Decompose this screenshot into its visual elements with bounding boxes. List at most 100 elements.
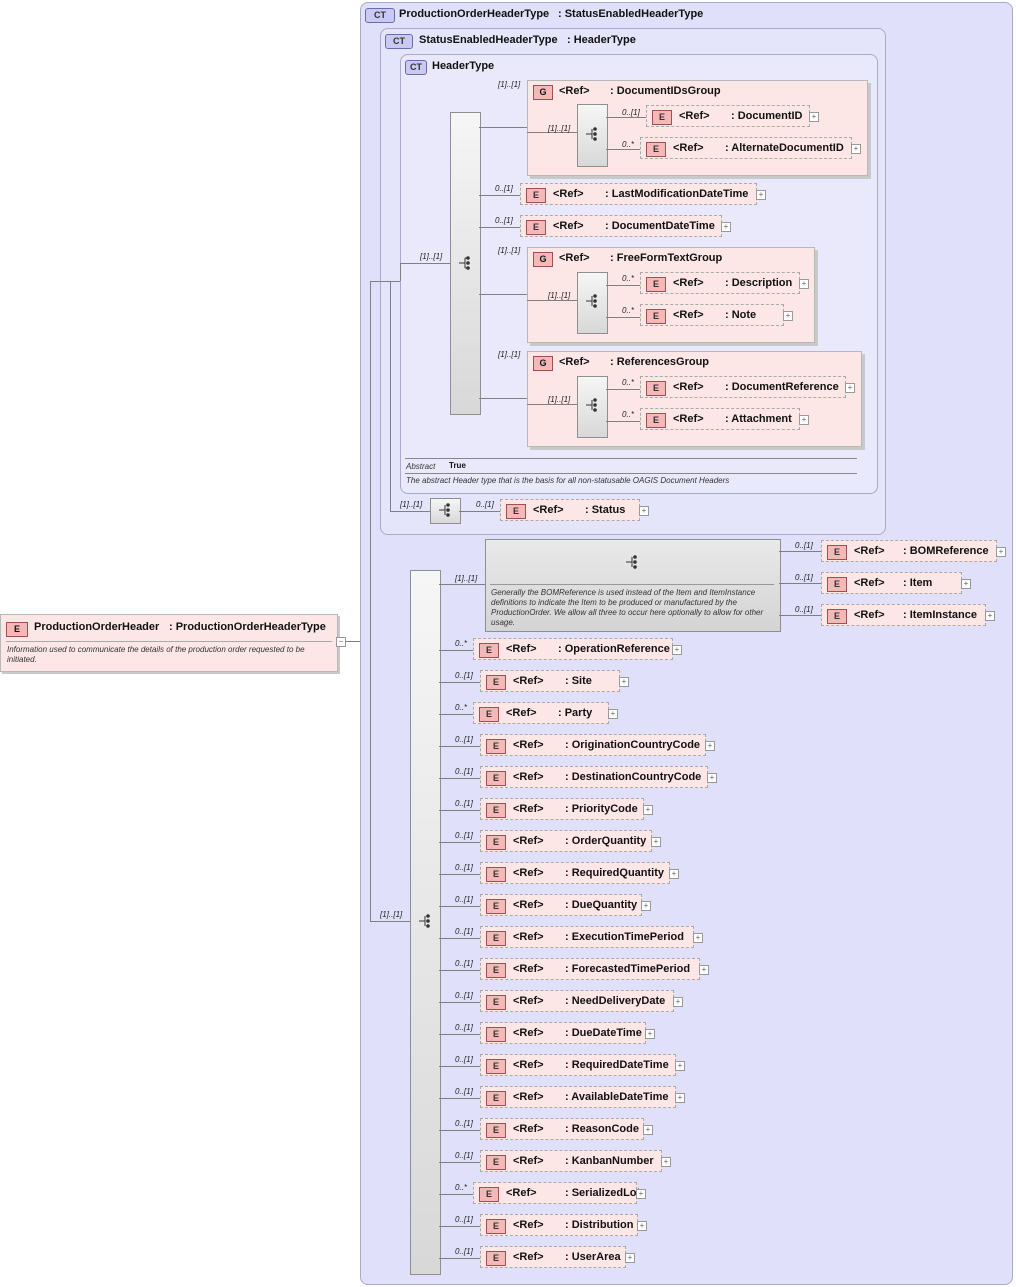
cardinality: [1]..[1] bbox=[498, 80, 521, 89]
expand-icon[interactable]: + bbox=[809, 112, 819, 122]
element-serializedlot[interactable]: E<Ref>: SerializedLot+ bbox=[473, 1182, 646, 1204]
element-name: : RequiredDateTime bbox=[565, 1059, 669, 1071]
element-party[interactable]: E<Ref>: Party+ bbox=[473, 702, 618, 724]
sequence-icon bbox=[586, 398, 597, 412]
connector bbox=[779, 583, 821, 584]
element-requireddatetime[interactable]: E<Ref>: RequiredDateTime+ bbox=[480, 1054, 685, 1076]
element-description[interactable]: E <Ref> : Description + bbox=[640, 272, 809, 294]
element-ref: <Ref> bbox=[513, 995, 544, 1007]
expand-icon[interactable]: + bbox=[625, 1253, 635, 1263]
root-element[interactable]: E ProductionOrderHeader : ProductionOrde… bbox=[0, 614, 338, 672]
group-name: : FreeFormTextGroup bbox=[610, 252, 723, 264]
expand-icon[interactable]: + bbox=[996, 547, 1006, 557]
sequence-icon bbox=[459, 256, 470, 270]
element-name: : Description bbox=[725, 277, 793, 289]
element-userarea[interactable]: E<Ref>: UserArea+ bbox=[480, 1246, 635, 1268]
element-badge: E bbox=[486, 1155, 506, 1170]
bom-sequence[interactable] bbox=[485, 539, 781, 632]
expand-icon[interactable]: + bbox=[675, 1061, 685, 1071]
element-documentreference[interactable]: E <Ref> : DocumentReference + bbox=[640, 376, 855, 398]
element-badge: E bbox=[486, 1027, 506, 1042]
element-needdeliverydate[interactable]: E<Ref>: NeedDeliveryDate+ bbox=[480, 990, 683, 1012]
element-ref: <Ref> bbox=[679, 110, 710, 122]
element-distribution[interactable]: E<Ref>: Distribution+ bbox=[480, 1214, 647, 1236]
element-orderquantity[interactable]: E<Ref>: OrderQuantity+ bbox=[480, 830, 661, 852]
connector bbox=[606, 149, 640, 150]
element-ref: <Ref> bbox=[513, 931, 544, 943]
element-executiontimeperiod[interactable]: E<Ref>: ExecutionTimePeriod+ bbox=[480, 926, 703, 948]
element-documentdatetime[interactable]: E <Ref> : DocumentDateTime + bbox=[520, 215, 731, 237]
expand-icon[interactable]: + bbox=[608, 709, 618, 719]
expand-icon[interactable]: + bbox=[619, 677, 629, 687]
expand-icon[interactable]: + bbox=[651, 837, 661, 847]
expand-icon[interactable]: + bbox=[799, 415, 809, 425]
element-bomreference[interactable]: E <Ref> : BOMReference + bbox=[821, 540, 1006, 562]
element-reasoncode[interactable]: E<Ref>: ReasonCode+ bbox=[480, 1118, 653, 1140]
expand-icon[interactable]: + bbox=[699, 965, 709, 975]
expand-icon[interactable]: + bbox=[669, 869, 679, 879]
collapse-toggle[interactable]: − bbox=[336, 637, 346, 647]
expand-icon[interactable]: + bbox=[985, 611, 995, 621]
element-requiredquantity[interactable]: E<Ref>: RequiredQuantity+ bbox=[480, 862, 679, 884]
element-note[interactable]: E <Ref> : Note + bbox=[640, 304, 793, 326]
expand-icon[interactable]: + bbox=[707, 773, 717, 783]
expand-icon[interactable]: + bbox=[705, 741, 715, 751]
element-documentid[interactable]: E <Ref> : DocumentID + bbox=[646, 105, 819, 127]
element-iteminstance[interactable]: E <Ref> : ItemInstance + bbox=[821, 604, 995, 626]
element-availabledatetime[interactable]: E<Ref>: AvailableDateTime+ bbox=[480, 1086, 685, 1108]
expand-icon[interactable]: + bbox=[783, 311, 793, 321]
element-site[interactable]: E<Ref>: Site+ bbox=[480, 670, 629, 692]
expand-icon[interactable]: + bbox=[721, 222, 731, 232]
element-badge: E bbox=[479, 1187, 499, 1202]
expand-icon[interactable]: + bbox=[961, 579, 971, 589]
expand-icon[interactable]: + bbox=[643, 1125, 653, 1135]
expand-icon[interactable]: + bbox=[756, 190, 766, 200]
connector bbox=[370, 281, 400, 282]
ct1-base: : StatusEnabledHeaderType bbox=[558, 8, 704, 20]
expand-icon[interactable]: + bbox=[637, 1221, 647, 1231]
element-ref: <Ref> bbox=[513, 1059, 544, 1071]
element-ref: <Ref> bbox=[513, 1027, 544, 1039]
connector bbox=[479, 398, 527, 399]
element-operationreference[interactable]: E<Ref>: OperationReference+ bbox=[473, 638, 682, 660]
element-alternatedocumentid[interactable]: E <Ref> : AlternateDocumentID + bbox=[640, 137, 861, 159]
expand-icon[interactable]: + bbox=[672, 645, 682, 655]
element-item[interactable]: E <Ref> : Item + bbox=[821, 572, 971, 594]
cardinality: 0..* bbox=[622, 306, 635, 315]
expand-icon[interactable]: + bbox=[845, 383, 855, 393]
element-attachment[interactable]: E <Ref> : Attachment + bbox=[640, 408, 809, 430]
group-name: : DocumentIDsGroup bbox=[610, 85, 721, 97]
element-lastmodificationdatetime[interactable]: E <Ref> : LastModificationDateTime + bbox=[520, 183, 766, 205]
element-forecastedtimeperiod[interactable]: E<Ref>: ForecastedTimePeriod+ bbox=[480, 958, 709, 980]
expand-icon[interactable]: + bbox=[693, 933, 703, 943]
expand-icon[interactable]: + bbox=[673, 997, 683, 1007]
cardinality: 0..[1] bbox=[455, 735, 473, 744]
connector bbox=[479, 227, 520, 228]
group-badge: G bbox=[533, 85, 553, 100]
element-badge: E bbox=[479, 643, 499, 658]
element-originationcountrycode[interactable]: E<Ref>: OriginationCountryCode+ bbox=[480, 734, 715, 756]
element-badge: E bbox=[486, 835, 506, 850]
element-duedatetime[interactable]: E<Ref>: DueDateTime+ bbox=[480, 1022, 655, 1044]
expand-icon[interactable]: + bbox=[641, 901, 651, 911]
element-kanbannumber[interactable]: E<Ref>: KanbanNumber+ bbox=[480, 1150, 671, 1172]
element-badge: E bbox=[652, 110, 672, 125]
element-prioritycode[interactable]: E<Ref>: PriorityCode+ bbox=[480, 798, 653, 820]
expand-icon[interactable]: + bbox=[639, 506, 649, 516]
expand-icon[interactable]: + bbox=[645, 1029, 655, 1039]
expand-icon[interactable]: + bbox=[851, 144, 861, 154]
group-badge: G bbox=[533, 356, 553, 371]
expand-icon[interactable]: + bbox=[661, 1157, 671, 1167]
group-freeformtextgroup[interactable] bbox=[527, 247, 815, 343]
expand-icon[interactable]: + bbox=[675, 1093, 685, 1103]
element-name: : Party bbox=[558, 707, 593, 719]
element-name: : DocumentID bbox=[731, 110, 803, 122]
element-status[interactable]: E <Ref> : Status + bbox=[500, 499, 649, 521]
expand-icon[interactable]: + bbox=[799, 279, 809, 289]
expand-icon[interactable]: + bbox=[636, 1189, 646, 1199]
root-element-type: : ProductionOrderHeaderType bbox=[169, 621, 326, 633]
element-name: : OperationReference bbox=[558, 643, 670, 655]
element-duequantity[interactable]: E<Ref>: DueQuantity+ bbox=[480, 894, 651, 916]
element-destinationcountrycode[interactable]: E<Ref>: DestinationCountryCode+ bbox=[480, 766, 717, 788]
expand-icon[interactable]: + bbox=[643, 805, 653, 815]
